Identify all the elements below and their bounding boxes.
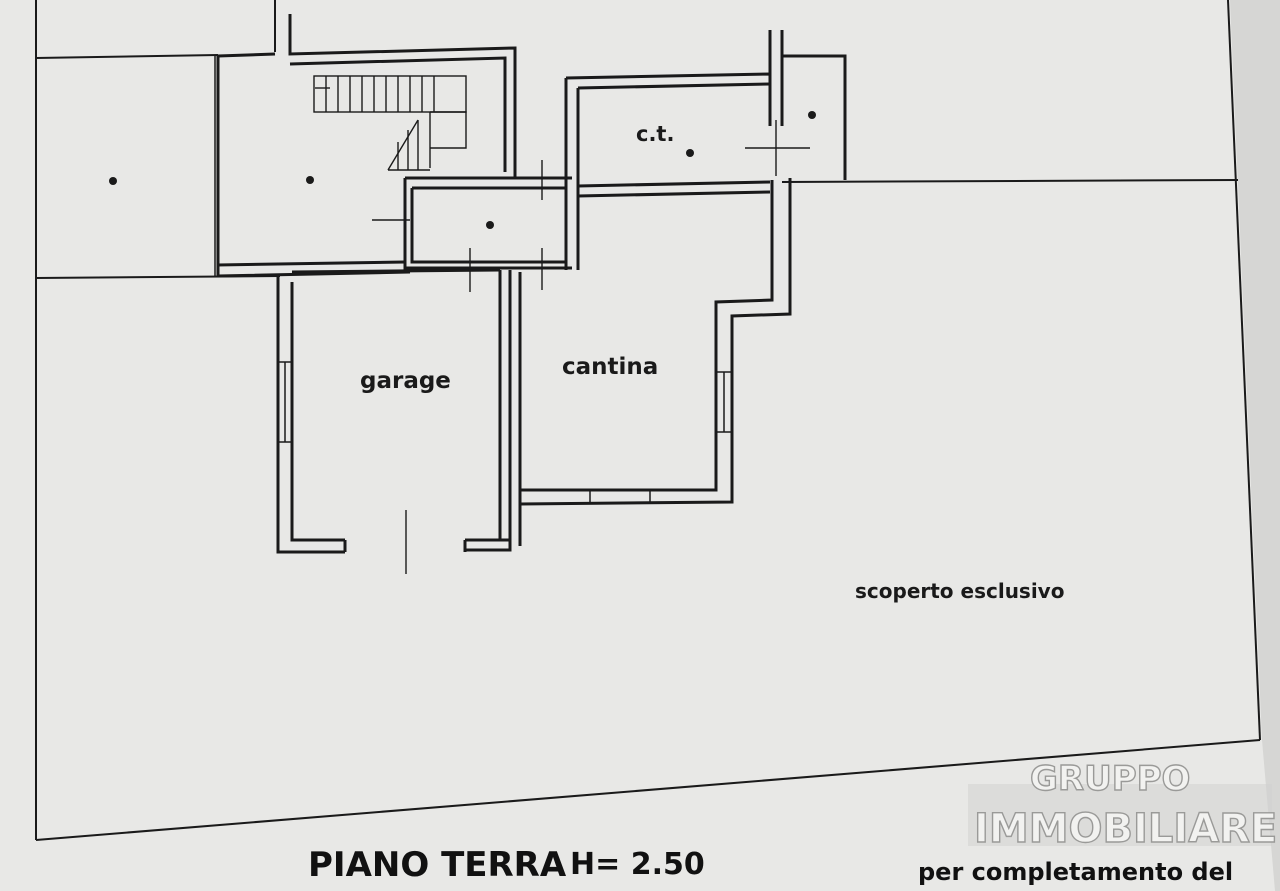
marker-dots: [109, 111, 816, 229]
marker: [306, 176, 314, 184]
plan-footer-note: per completamento del: [918, 858, 1233, 886]
room-label-cantina: cantina: [562, 354, 658, 380]
site-boundary: [35, 0, 1261, 841]
window-marks: [278, 361, 732, 504]
room-label-garage: garage: [360, 368, 451, 394]
marker: [808, 111, 816, 119]
plan-title: PIANO TERRA: [308, 845, 567, 885]
marker: [686, 149, 694, 157]
watermark-line-2: IMMOBILIARE: [974, 806, 1277, 852]
watermark-band: [968, 784, 1272, 846]
room-label-ct: c.t.: [636, 122, 674, 146]
room-label-scoperto: scoperto esclusivo: [855, 579, 1064, 603]
walls: [216, 14, 847, 554]
marker: [486, 221, 494, 229]
marker: [109, 177, 117, 185]
staircase: [313, 75, 467, 171]
door-ticks: [372, 120, 810, 574]
plan-height: H= 2.50: [570, 847, 705, 882]
watermark-line-1: GRUPPO: [1030, 759, 1190, 799]
watermark-logo: GRUPPO IMMOBILIARE: [968, 758, 1278, 853]
